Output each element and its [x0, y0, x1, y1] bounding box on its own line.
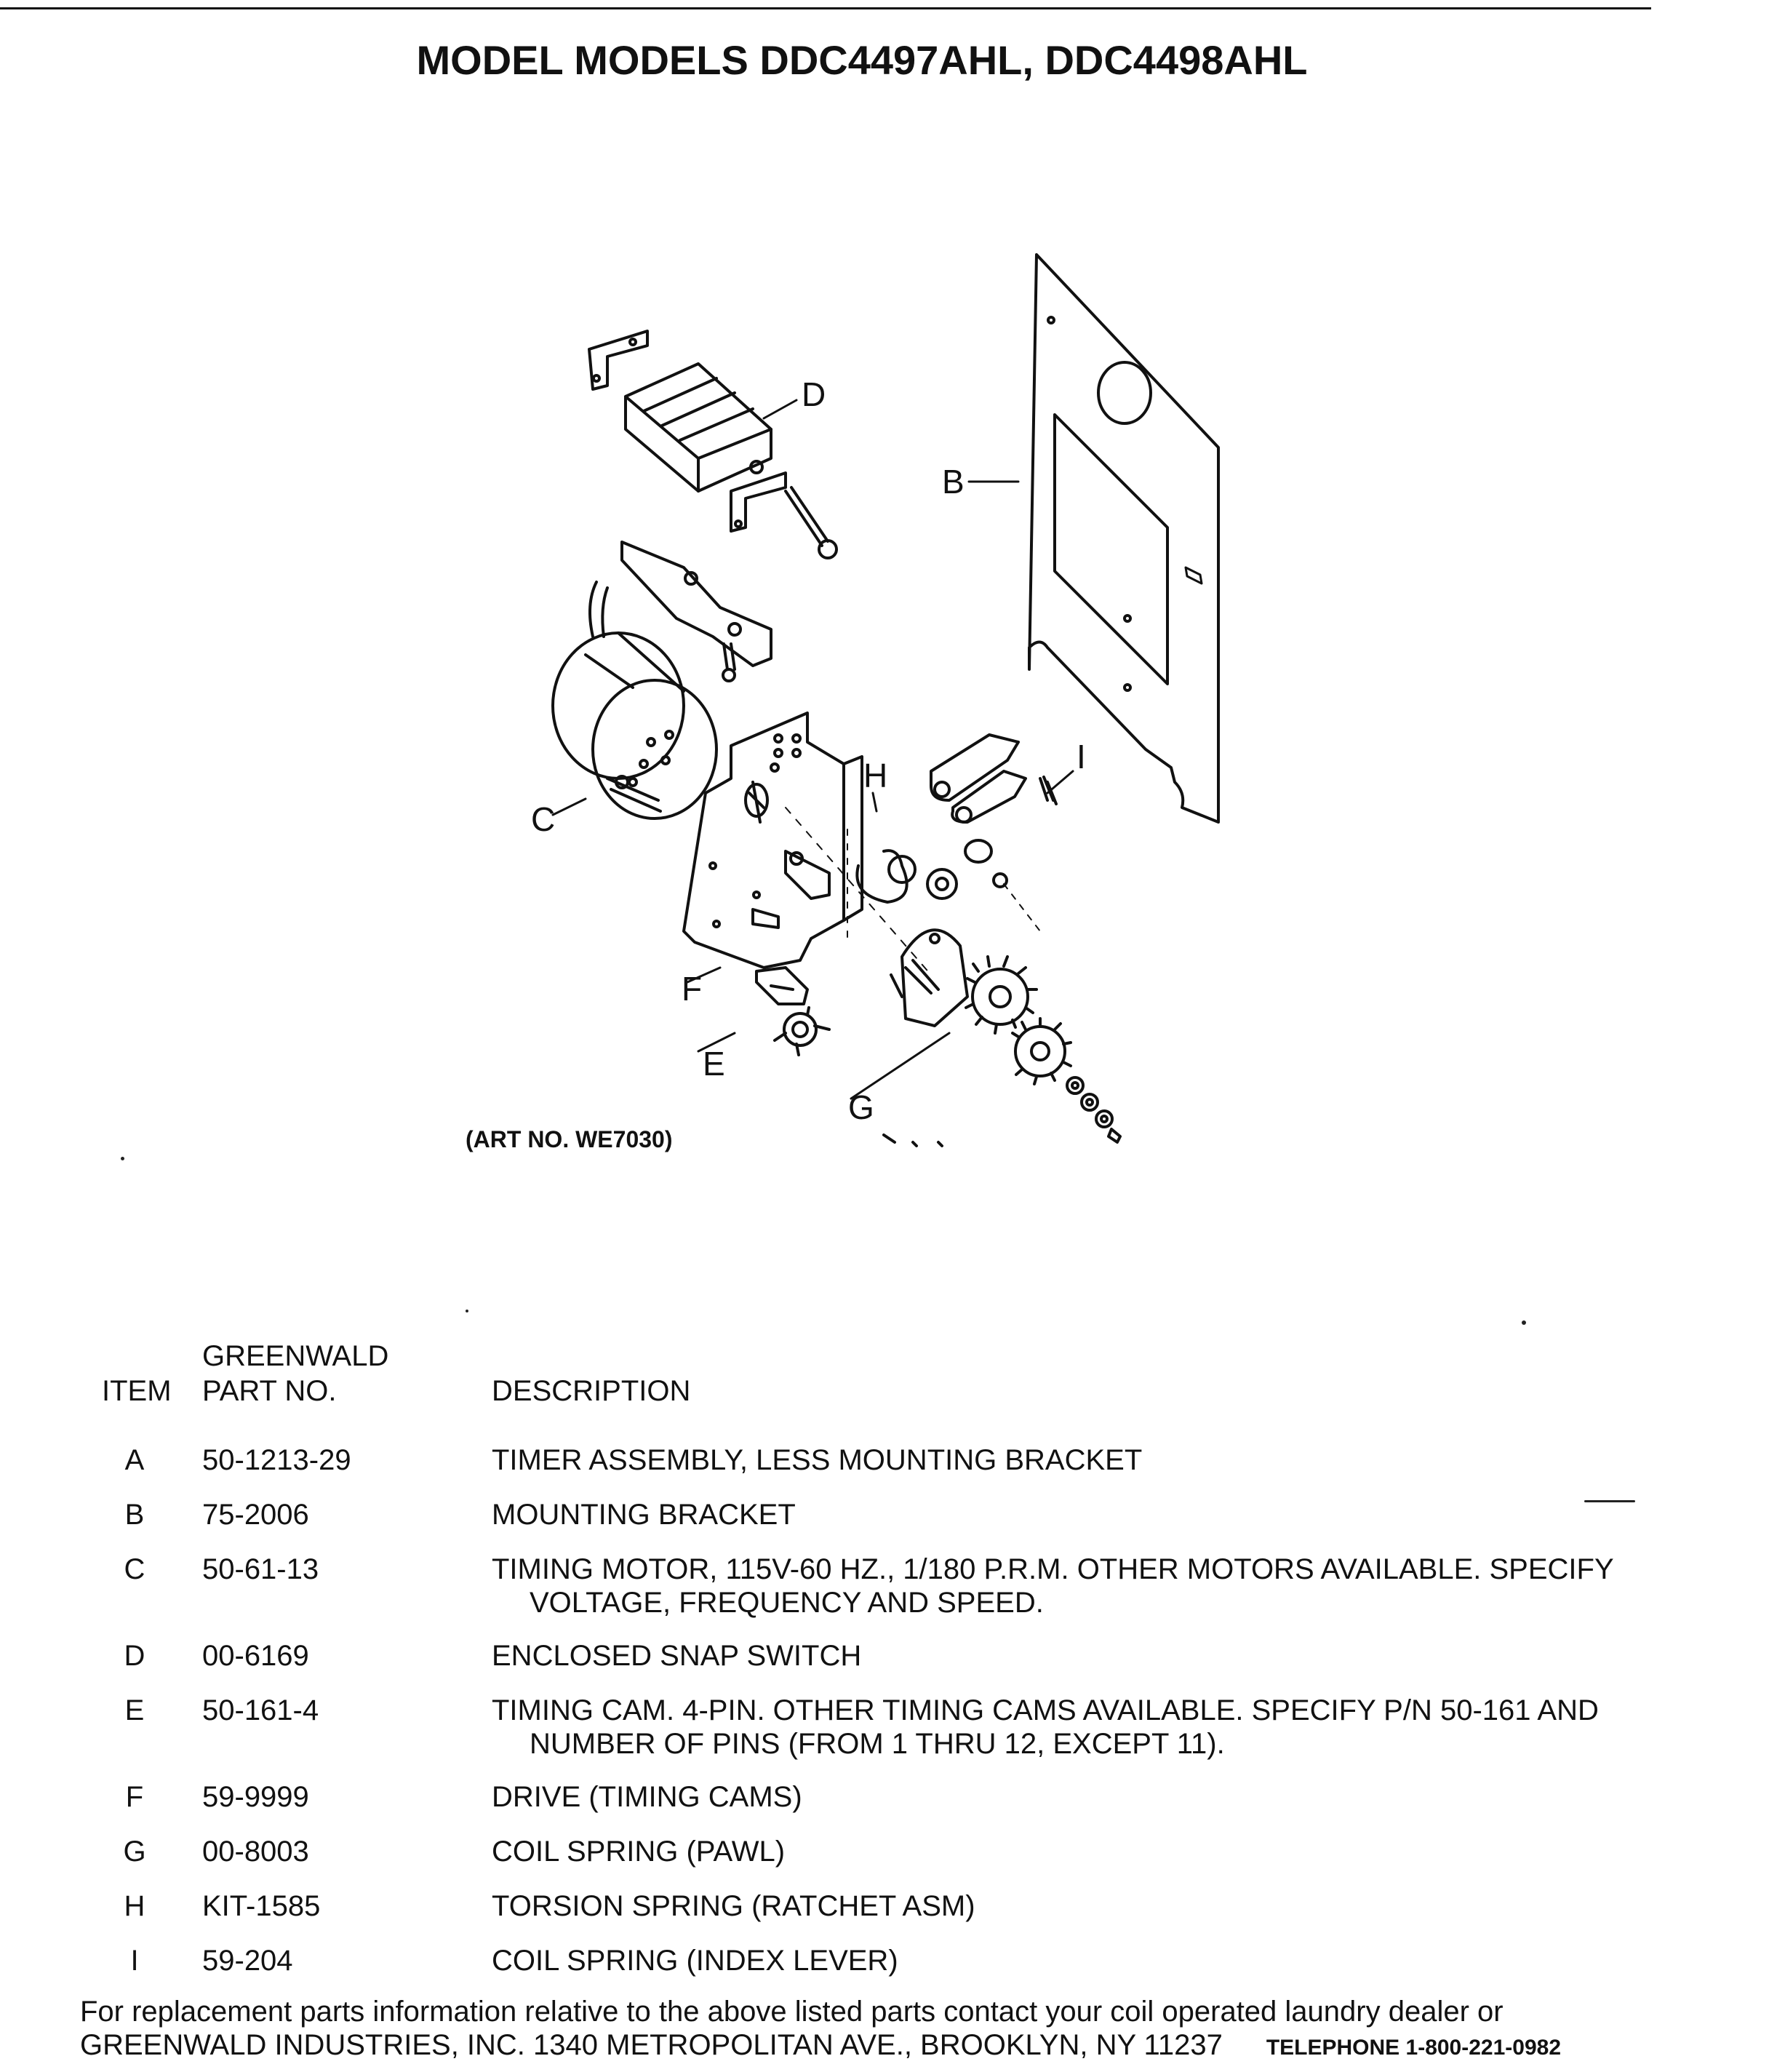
- row-item: I: [130, 1945, 139, 1977]
- callout-b: B: [942, 463, 965, 501]
- callout-leaders: [551, 399, 1074, 1100]
- row-description: DRIVE (TIMING CAMS): [492, 1780, 1626, 1814]
- footer-line-2: GREENWALD INDUSTRIES, INC. 1340 METROPOL…: [80, 2028, 1717, 2065]
- row-description-line: TORSION SPRING (RATCHET ASM): [492, 1890, 975, 1922]
- row-part-no: 59-204: [202, 1945, 293, 1977]
- header-brand: GREENWALD: [202, 1340, 389, 1372]
- row-item: H: [124, 1890, 145, 1922]
- torsion-spring-ratchet: [785, 807, 958, 976]
- row-description-line: ENCLOSED SNAP SWITCH: [492, 1640, 862, 1672]
- callout-d: D: [802, 375, 826, 413]
- row-description-line: TIMING MOTOR, 115V-60 HZ., 1/180 P.R.M. …: [492, 1553, 1614, 1585]
- row-description: TIMING CAM. 4-PIN. OTHER TIMING CAMS AVA…: [492, 1694, 1626, 1761]
- row-description-line: COIL SPRING (INDEX LEVER): [492, 1945, 898, 1977]
- callout-letters: D B C H I F E G: [531, 375, 1086, 1126]
- pawl-ratchet-assembly: [882, 928, 1122, 1147]
- row-description: COIL SPRING (PAWL): [492, 1835, 1626, 1868]
- row-item: A: [124, 1444, 145, 1476]
- row-item: B: [124, 1499, 145, 1531]
- scan-speck: [466, 1310, 468, 1312]
- row-part-no: 00-8003: [202, 1836, 309, 1868]
- row-item: C: [124, 1553, 145, 1585]
- row-description: TIMER ASSEMBLY, LESS MOUNTING BRACKET: [492, 1443, 1626, 1477]
- row-description-continued: NUMBER OF PINS (FROM 1 THRU 12, EXCEPT 1…: [530, 1728, 1225, 1760]
- row-item: D: [124, 1640, 145, 1672]
- row-part-no: 75-2006: [202, 1499, 309, 1531]
- callout-g: G: [848, 1088, 874, 1126]
- row-description-line: COIL SPRING (PAWL): [492, 1836, 786, 1868]
- scan-speck: [121, 1157, 124, 1160]
- row-description: ENCLOSED SNAP SWITCH: [492, 1639, 1626, 1673]
- row-description: MOUNTING BRACKET: [492, 1498, 1626, 1531]
- top-rule: [0, 7, 1651, 9]
- switch-mounting-plate: [620, 541, 772, 682]
- row-description-continued: VOLTAGE, FREQUENCY AND SPEED.: [530, 1587, 1044, 1619]
- mounting-bracket-plate: [1028, 253, 1220, 824]
- row-description: COIL SPRING (INDEX LEVER): [492, 1944, 1626, 1977]
- row-description-line: MOUNTING BRACKET: [492, 1499, 796, 1531]
- callout-c: C: [531, 800, 555, 838]
- index-lever-assembly: [930, 733, 1058, 932]
- callout-i: I: [1077, 738, 1086, 776]
- timing-cam: [773, 1006, 831, 1056]
- row-item: F: [125, 1781, 144, 1813]
- footer-telephone: TELEPHONE 1-800-221-0982: [1266, 2036, 1562, 2060]
- callout-h: H: [863, 757, 887, 794]
- row-description: TIMING MOTOR, 115V-60 HZ., 1/180 P.R.M. …: [492, 1553, 1626, 1619]
- header-description: DESCRIPTION: [492, 1375, 691, 1407]
- row-part-no: 50-161-4: [202, 1694, 319, 1726]
- row-description-line: TIMER ASSEMBLY, LESS MOUNTING BRACKET: [492, 1444, 1143, 1476]
- snap-switch: [588, 330, 838, 559]
- row-item: E: [124, 1694, 145, 1726]
- row-description-line: DRIVE (TIMING CAMS): [492, 1781, 802, 1813]
- row-part-no: 59-9999: [202, 1781, 309, 1813]
- callout-e: E: [703, 1045, 725, 1083]
- callout-f: F: [682, 970, 702, 1008]
- footer-contact: For replacement parts information relati…: [80, 1995, 1717, 2065]
- footer-line-1: For replacement parts information relati…: [80, 1996, 1504, 2028]
- row-part-no: KIT-1585: [202, 1890, 321, 1922]
- row-item: G: [123, 1836, 146, 1868]
- header-item: ITEM: [102, 1375, 172, 1407]
- row-part-no: 00-6169: [202, 1640, 309, 1672]
- row-part-no: 50-61-13: [202, 1553, 319, 1585]
- scan-mark: [1584, 1500, 1635, 1502]
- footer-address: GREENWALD INDUSTRIES, INC. 1340 METROPOL…: [80, 2029, 1223, 2061]
- page-title: MODEL MODELS DDC4497AHL, DDC4498AHL: [416, 37, 1308, 83]
- exploded-parts-diagram: D B C H I F E G: [531, 253, 1220, 1147]
- row-description: TORSION SPRING (RATCHET ASM): [492, 1889, 1626, 1923]
- scan-speck: [1522, 1320, 1526, 1325]
- row-description-line: TIMING CAM. 4-PIN. OTHER TIMING CAMS AVA…: [492, 1694, 1599, 1726]
- art-number: (ART NO. WE7030): [466, 1126, 673, 1152]
- timing-motor: [551, 581, 718, 820]
- drive-timing-cams: [755, 966, 809, 1005]
- row-part-no: 50-1213-29: [202, 1444, 351, 1476]
- header-part-no: PART NO.: [202, 1375, 337, 1407]
- timer-frame: [682, 712, 863, 969]
